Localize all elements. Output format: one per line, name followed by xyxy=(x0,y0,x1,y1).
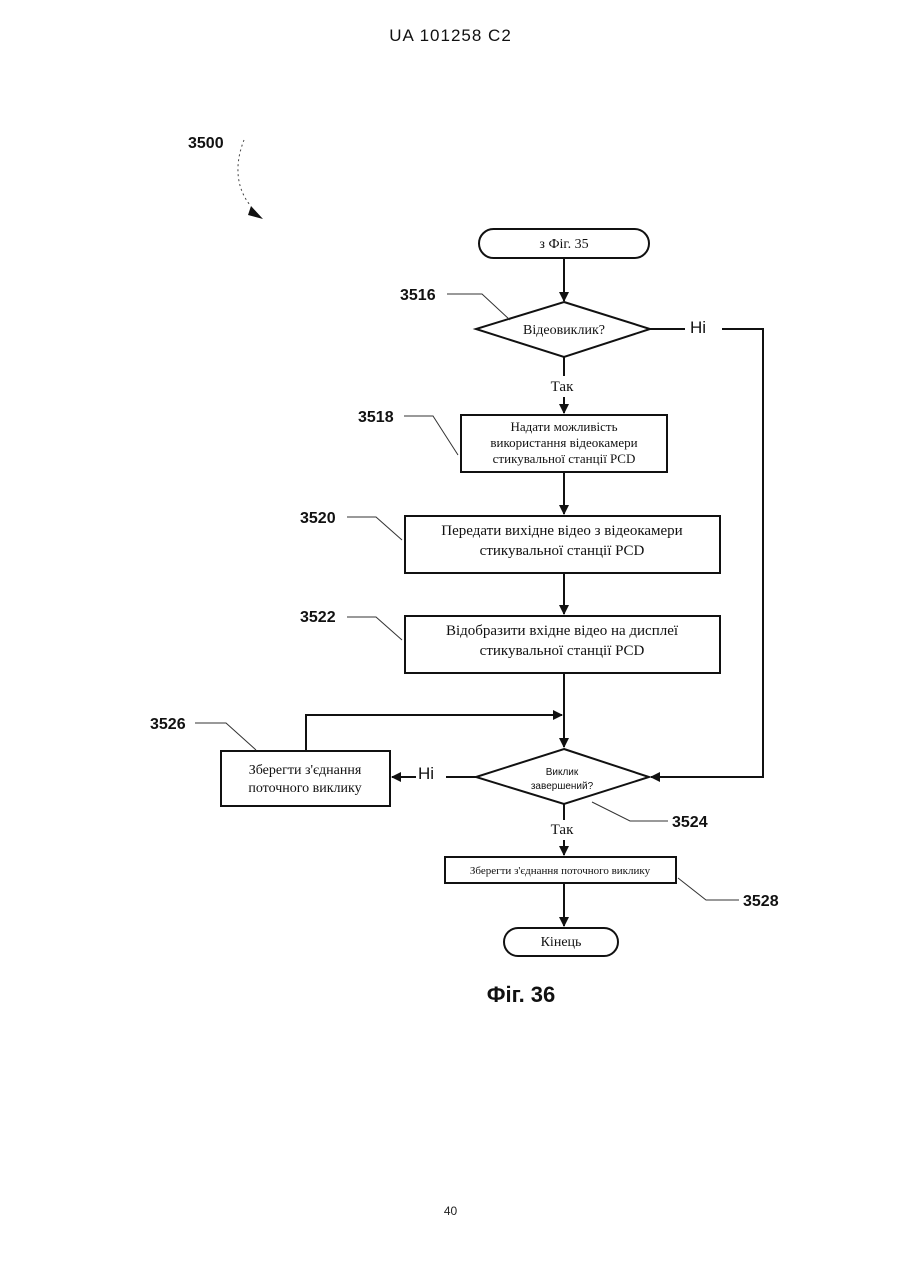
step-ref-3528: 3528 xyxy=(743,893,779,910)
leader-3518 xyxy=(404,416,458,455)
leader-3526 xyxy=(195,723,256,750)
figure-caption: Фіг. 36 xyxy=(487,982,556,1007)
step-ref-3526: 3526 xyxy=(150,716,186,733)
process-save-connection-left-line-2: поточного виклику xyxy=(248,781,361,796)
step-ref-3516: 3516 xyxy=(400,287,436,304)
yes-label-3524: Так xyxy=(551,822,574,838)
connector-3526-loop xyxy=(306,715,562,751)
decision-call-ended-line-1: Виклик xyxy=(546,767,579,778)
leader-3522 xyxy=(347,617,402,640)
decision-video-call-label: Відеовиклик? xyxy=(523,323,605,338)
figure-ref-pointer xyxy=(238,140,250,205)
process-save-connection-label: Зберегти з'єднання поточного виклику xyxy=(470,865,651,877)
process-save-connection-left-line-1: Зберегти з'єднання xyxy=(249,763,362,778)
figure-ref-label: 3500 xyxy=(188,135,224,152)
start-terminal-label: з Фіг. 35 xyxy=(539,237,588,252)
decision-call-ended-line-2: завершений? xyxy=(531,781,594,792)
process-send-video-line-1: Передати вихідне відео з відеокамери xyxy=(441,523,682,539)
process-display-video-line-2: стикувальної станції PCD xyxy=(480,643,645,659)
process-save-connection-left xyxy=(221,751,390,806)
figure-ref-arrowhead xyxy=(248,206,263,219)
yes-label-3516: Так xyxy=(551,379,574,395)
leader-3524 xyxy=(592,802,668,821)
step-ref-3522: 3522 xyxy=(300,609,336,626)
process-enable-camera-line-3: стикувальної станції PCD xyxy=(493,451,636,466)
page-number: 40 xyxy=(0,1204,901,1218)
leader-3516 xyxy=(447,294,510,320)
step-ref-3518: 3518 xyxy=(358,409,394,426)
process-enable-camera-line-1: Надати можливість xyxy=(510,419,617,434)
leader-3528 xyxy=(678,878,739,900)
process-send-video-line-2: стикувальної станції PCD xyxy=(480,543,645,559)
no-label-3516: Ні xyxy=(690,318,706,337)
step-ref-3524: 3524 xyxy=(672,814,708,831)
leader-3520 xyxy=(347,517,402,540)
process-enable-camera-line-2: використання відеокамери xyxy=(490,435,637,450)
end-terminal-label: Кінець xyxy=(541,935,582,950)
no-label-3524: Ні xyxy=(418,764,434,783)
step-ref-3520: 3520 xyxy=(300,510,336,527)
process-display-video-line-1: Відобразити вхідне відео на дисплеї xyxy=(446,623,679,639)
